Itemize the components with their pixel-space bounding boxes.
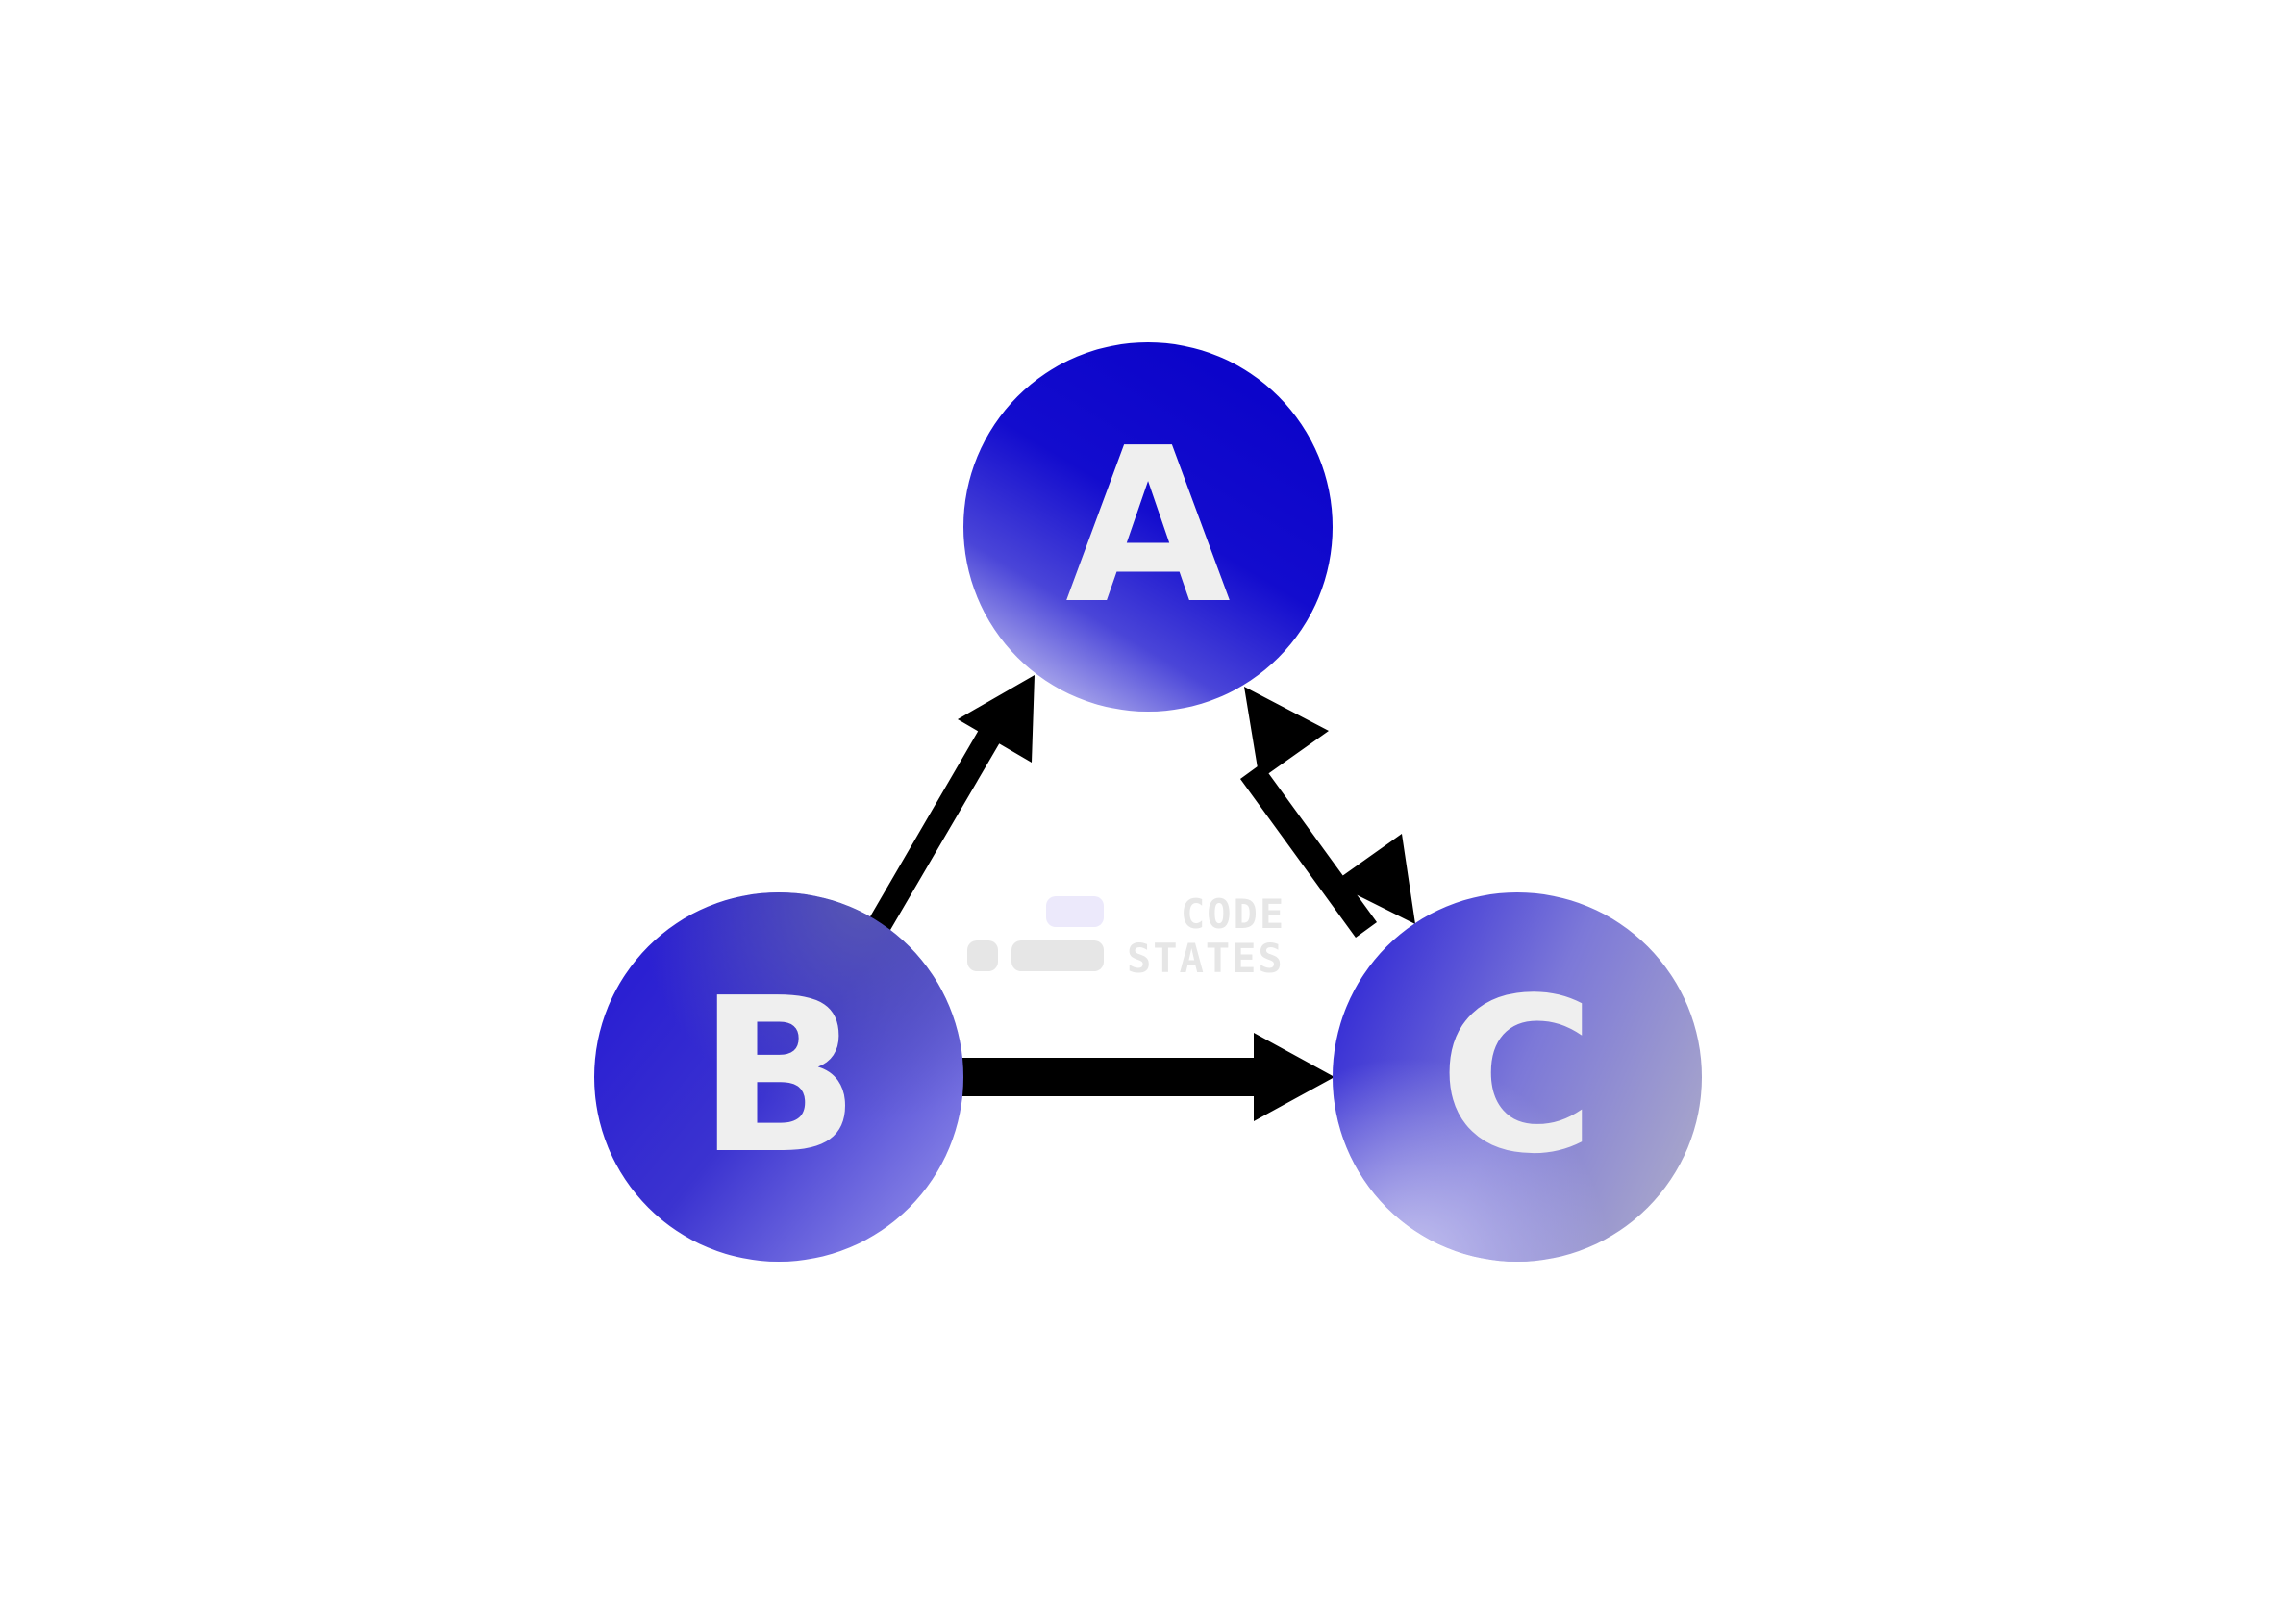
codestates-watermark: CODE STATES bbox=[967, 890, 1285, 982]
watermark-dot bbox=[967, 940, 998, 971]
arrowhead-b-c bbox=[1254, 1033, 1335, 1121]
arrowhead-b-a bbox=[958, 675, 1035, 763]
edge-a-c-bidirectional bbox=[1240, 687, 1415, 938]
arrow-shaft-b-c bbox=[961, 1058, 1260, 1096]
arrowhead-at-a bbox=[1244, 687, 1329, 780]
edges bbox=[869, 675, 1415, 1121]
node-a: A bbox=[963, 342, 1333, 712]
node-b-shade bbox=[594, 892, 963, 1262]
watermark-text-code: CODE bbox=[1181, 890, 1285, 938]
arrow-shaft-b-a bbox=[869, 730, 1000, 930]
arrowhead-at-c bbox=[1333, 834, 1415, 924]
edge-b-to-a bbox=[869, 675, 1035, 930]
watermark-bar bbox=[1011, 940, 1104, 971]
watermark-bar-accent bbox=[1046, 896, 1104, 927]
node-b-label: B bbox=[697, 953, 860, 1201]
edge-b-to-c bbox=[961, 1033, 1335, 1121]
node-c-shade bbox=[1333, 892, 1702, 1262]
node-b: B bbox=[594, 892, 963, 1262]
watermark-text-states: STATES bbox=[1127, 935, 1285, 982]
arrow-shaft-a-c bbox=[1240, 764, 1377, 938]
node-c-label: C bbox=[1439, 953, 1596, 1201]
node-a-circle bbox=[963, 342, 1333, 712]
node-c: C bbox=[1333, 892, 1702, 1262]
node-a-label: A bbox=[1065, 403, 1231, 651]
